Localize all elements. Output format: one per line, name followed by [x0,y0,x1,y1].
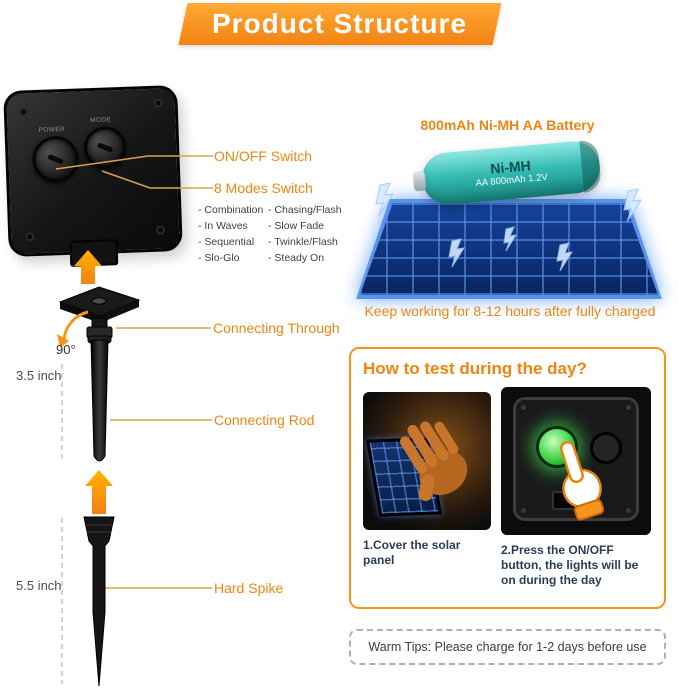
warm-tips-box: Warm Tips: Please charge for 1-2 days be… [349,629,666,665]
cover-panel-photo [363,392,491,530]
press-button-photo [501,387,651,535]
page-title: Product Structure [212,8,468,39]
up-arrow-icon [85,470,113,514]
solar-panel-image [356,199,662,299]
hand-icon [399,421,468,502]
power-knob [31,135,80,184]
screw-icon [155,225,166,235]
screw-icon [521,405,526,410]
pointing-hand-icon [560,441,605,521]
warm-tips-text: Warm Tips: Please charge for 1-2 days be… [368,640,647,654]
power-knob-label: POWER [38,125,66,134]
connecting-through-label: Connecting Through [213,320,340,336]
mode-item: - Slo-Glo [198,252,240,264]
test-step-2: 2.Press the ON/OFF button, the lights wi… [501,543,639,587]
mode-item: - Steady On [268,252,325,264]
modes-switch-label: 8 Modes Switch [214,180,313,196]
mode-knob-label: MODE [90,116,112,125]
battery-charging-scene: Ni-MH AA 800mAh 1.2V [356,133,662,300]
screw-icon [25,232,35,242]
test-guide-panel: How to test during the day? [349,347,666,609]
title-banner: Product Structure [178,3,502,45]
angle-label: 90° [56,342,76,357]
battery-caption: Keep working for 8-12 hours after fully … [364,303,656,319]
connecting-rod-art [87,335,112,462]
screw-icon [626,405,631,410]
test-guide-title: How to test during the day? [363,359,587,378]
test-step-1: 1.Cover the solar panel [363,538,461,567]
mode-item: - Sequential [198,236,255,248]
on-off-switch-label: ON/OFF Switch [214,148,313,164]
screw-icon [626,508,631,513]
battery-heading: 800mAh Ni-MH AA Battery [420,117,595,133]
mount-tab [69,239,119,267]
mode-dial [590,432,622,464]
mode-item: - Chasing/Flash [268,204,342,216]
hard-spike-art [83,516,115,687]
mode-item: - Combination [198,204,264,216]
controller-back-panel: POWER MODE [3,85,183,267]
mode-item: - Slow Fade [268,220,325,232]
connecting-rod-label: Connecting Rod [214,412,315,428]
spike-length-label: 5.5 inch [16,578,62,593]
screw-icon [18,107,29,117]
lightning-bolts-icon [375,182,642,272]
mode-list: - Combination - Chasing/Flash - In Waves… [198,204,354,264]
mode-item: - In Waves [198,220,248,232]
hard-spike-label: Hard Spike [214,580,284,596]
mount-bracket-art [58,286,141,339]
rod-length-label: 3.5 inch [16,368,62,383]
mode-item: - Twinkle/Flash [268,236,338,248]
screw-icon [153,98,163,108]
solar-panel-grid [360,203,658,295]
screw-icon [521,508,526,513]
mode-knob [83,125,127,170]
